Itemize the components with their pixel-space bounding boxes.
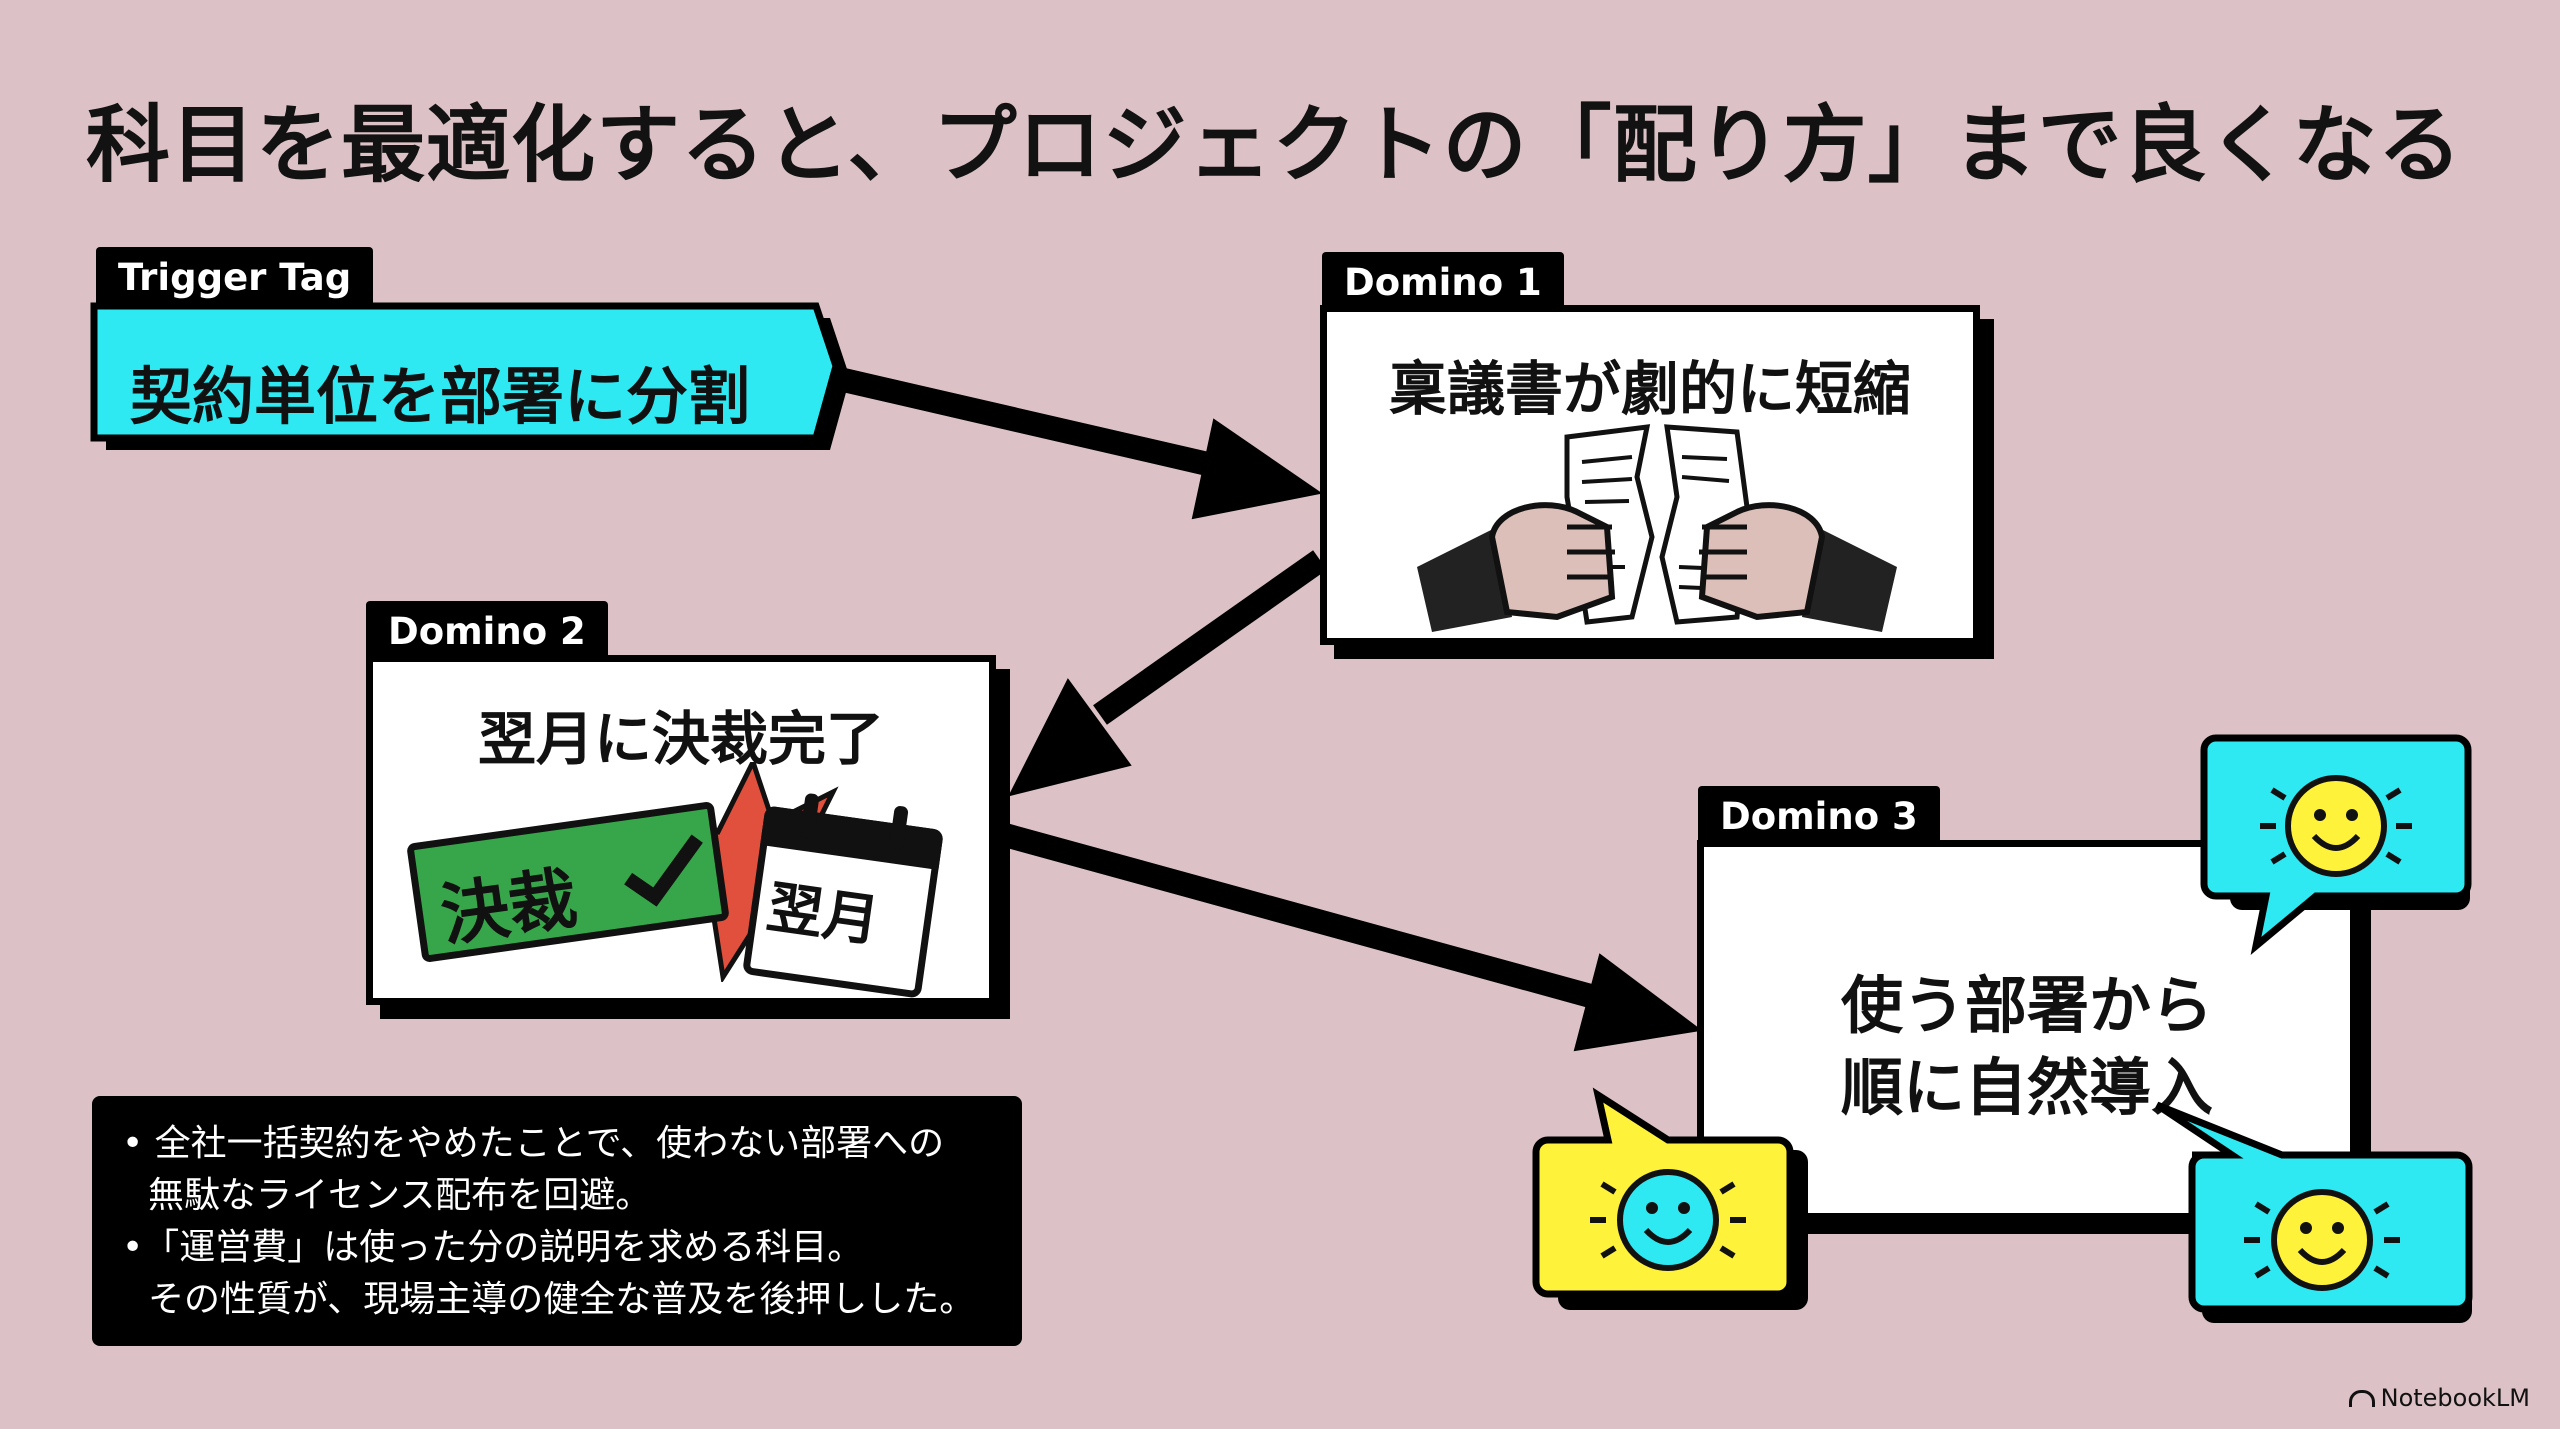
- arrow-domino2-to-domino3: [1001, 823, 1609, 1012]
- arrow-domino1-to-domino2: [1093, 550, 1327, 725]
- bubble-bottom-right: [2155, 1101, 2473, 1323]
- arrow-head-1: [1191, 418, 1323, 520]
- arrow-head-2: [1008, 678, 1132, 797]
- note-line-2: 無駄なライセンス配布を回避。: [148, 1175, 652, 1216]
- domino3-tag: Domino 3: [1698, 786, 1940, 846]
- domino2-title: 翌月に決裁完了: [477, 705, 884, 773]
- page-title: 科目を最適化すると、プロジェクトの「配り方」まで良くなる: [86, 96, 2463, 194]
- checkmark-icon: [624, 834, 703, 907]
- note-line-3: •「運営費」は使った分の説明を求める科目。: [122, 1227, 864, 1268]
- notes-box: • 全社一括契約をやめたことで、使わない部署への 無駄なライセンス配布を回避。 …: [92, 1096, 1022, 1346]
- brand-label: NotebookLM: [2348, 1384, 2530, 1412]
- notebooklm-logo-icon: [2348, 1390, 2375, 1407]
- approval-stamp-icon: 決裁: [406, 801, 730, 963]
- bubble-top-right: [2200, 734, 2472, 956]
- domino1-title: 稟議書が劇的に短縮: [1388, 355, 1911, 423]
- arrow-head-3: [1573, 953, 1703, 1052]
- trigger-arrow-shape: [90, 302, 850, 450]
- smiley-icon: [2285, 775, 2387, 877]
- note-line-4: その性質が、現場主導の健全な普及を後押しした。: [148, 1279, 976, 1320]
- domino2-tag: Domino 2: [366, 601, 608, 661]
- smiley-icon: [1617, 1169, 1719, 1271]
- brand-text: NotebookLM: [2380, 1384, 2530, 1412]
- trigger-box: 契約単位を部署に分割: [90, 300, 850, 460]
- domino1-card: 稟議書が劇的に短縮: [1320, 305, 1980, 645]
- torn-document-icon: [1417, 424, 1897, 632]
- trigger-tag: Trigger Tag: [96, 247, 374, 307]
- domino3-line1: 使う部署から: [1840, 969, 2213, 1042]
- domino3-line2: 順に自然導入: [1840, 1051, 2213, 1124]
- smiley-icon: [2271, 1189, 2373, 1291]
- note-line-1: • 全社一括契約をやめたことで、使わない部署への: [122, 1123, 945, 1164]
- bubble-bottom-left: [1532, 1087, 1808, 1310]
- domino1-tag: Domino 1: [1322, 252, 1564, 312]
- arrow-trigger-to-domino1: [832, 366, 1228, 480]
- trigger-label: 契約単位を部署に分割: [130, 360, 751, 433]
- domino2-card: 翌月に決裁完了 決裁 翌月: [366, 655, 996, 1005]
